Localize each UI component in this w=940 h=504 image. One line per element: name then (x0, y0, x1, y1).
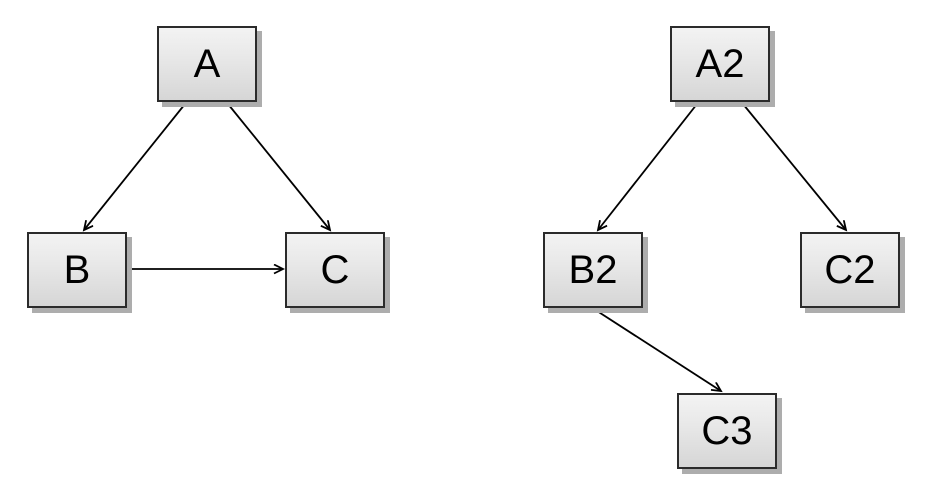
node-B[interactable]: B (27, 232, 127, 308)
node-A[interactable]: A (157, 26, 257, 102)
node-C[interactable]: C (285, 232, 385, 308)
node-A2[interactable]: A2 (670, 26, 770, 102)
edge-A-to-C (227, 103, 330, 230)
node-C3-label: C3 (701, 409, 753, 453)
node-B2-label: B2 (568, 248, 618, 292)
edge-A2-to-B2 (598, 103, 698, 230)
edge-A2-to-C2 (742, 103, 846, 230)
edge-B2-to-C3 (593, 308, 721, 391)
node-A2-label: A2 (695, 42, 745, 86)
node-C2-label: C2 (824, 248, 876, 292)
node-B-label: B (63, 248, 91, 292)
node-C-label: C (320, 248, 350, 292)
node-C3[interactable]: C3 (677, 393, 777, 469)
node-B2[interactable]: B2 (543, 232, 643, 308)
edge-A-to-B (84, 103, 186, 230)
node-C2[interactable]: C2 (800, 232, 900, 308)
node-A-label: A (193, 42, 221, 86)
